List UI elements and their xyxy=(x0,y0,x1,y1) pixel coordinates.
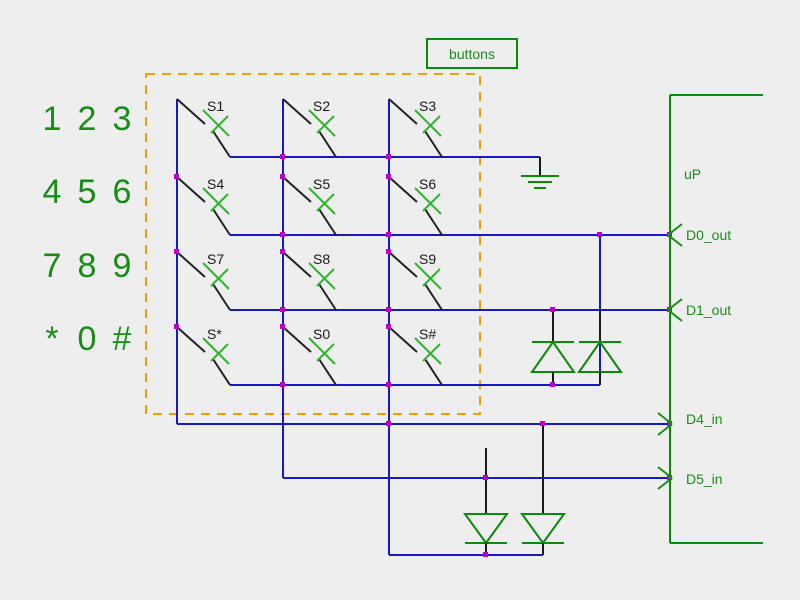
switch-label-Sstar: S* xyxy=(207,326,222,342)
keypad-key-8: 8 xyxy=(78,247,97,285)
switch-S6[interactable]: S6 xyxy=(388,176,443,236)
keypad-legend: 1 2 3 4 5 6 7 8 9 * 0 # xyxy=(43,100,132,358)
switch-label-S8: S8 xyxy=(313,251,330,267)
keypad-key-3: 3 xyxy=(113,100,132,138)
switch-label-S9: S9 xyxy=(419,251,436,267)
port-label-D1_out: D1_out xyxy=(686,302,731,318)
port-D5_in[interactable]: D5_in xyxy=(657,466,723,490)
buttons-group-label: buttons xyxy=(449,46,495,62)
ground-symbol xyxy=(521,157,559,189)
keypad-key-2: 2 xyxy=(78,100,97,138)
keypad-key-star: * xyxy=(45,320,58,358)
switch-label-S6: S6 xyxy=(419,176,436,192)
port-label-D0_out: D0_out xyxy=(686,227,731,243)
buttons-group-box xyxy=(145,73,481,415)
port-D4_in[interactable]: D4_in xyxy=(657,411,723,436)
keypad-key-0: 0 xyxy=(78,320,97,358)
switch-label-S1: S1 xyxy=(207,98,224,114)
switch-label-S7: S7 xyxy=(207,251,224,267)
microprocessor-block[interactable]: uP xyxy=(669,94,763,544)
keypad-key-4: 4 xyxy=(43,173,62,211)
switch-Sstar[interactable]: S* xyxy=(176,326,231,386)
keypad-key-6: 6 xyxy=(113,173,132,211)
switch-S0[interactable]: S0 xyxy=(282,326,337,386)
diode-lower-left xyxy=(463,478,509,555)
switch-S9[interactable]: S9 xyxy=(388,251,443,311)
switch-label-S5: S5 xyxy=(313,176,330,192)
port-label-D4_in: D4_in xyxy=(686,411,723,427)
switch-label-S3: S3 xyxy=(419,98,436,114)
microprocessor-label: uP xyxy=(684,166,701,182)
switch-S4[interactable]: S4 xyxy=(176,176,231,236)
junction-dots xyxy=(174,154,672,557)
port-label-D5_in: D5_in xyxy=(686,471,723,487)
keypad-key-9: 9 xyxy=(113,247,132,285)
diode-upper-left xyxy=(530,310,576,385)
port-D1_out[interactable]: D1_out xyxy=(667,298,731,322)
switch-S5[interactable]: S5 xyxy=(282,176,337,236)
switch-label-Shash: S# xyxy=(419,326,436,342)
switch-S1[interactable]: S1 xyxy=(176,98,231,158)
switch-label-S2: S2 xyxy=(313,98,330,114)
diode-lower-right xyxy=(520,424,566,555)
switch-label-S0: S0 xyxy=(313,326,330,342)
switch-S3[interactable]: S3 xyxy=(388,98,443,158)
switch-S8[interactable]: S8 xyxy=(282,251,337,311)
keypad-key-1: 1 xyxy=(43,100,62,138)
buttons-label-box xyxy=(426,38,518,69)
port-D0_out[interactable]: D0_out xyxy=(667,223,731,247)
keypad-key-hash: # xyxy=(113,320,132,358)
diode-upper-right xyxy=(577,310,623,385)
switch-S2[interactable]: S2 xyxy=(282,98,337,158)
switch-label-S4: S4 xyxy=(207,176,224,192)
keypad-key-5: 5 xyxy=(78,173,97,211)
switch-Shash[interactable]: S# xyxy=(388,326,443,386)
switch-S7[interactable]: S7 xyxy=(176,251,231,311)
keypad-key-7: 7 xyxy=(43,247,62,285)
